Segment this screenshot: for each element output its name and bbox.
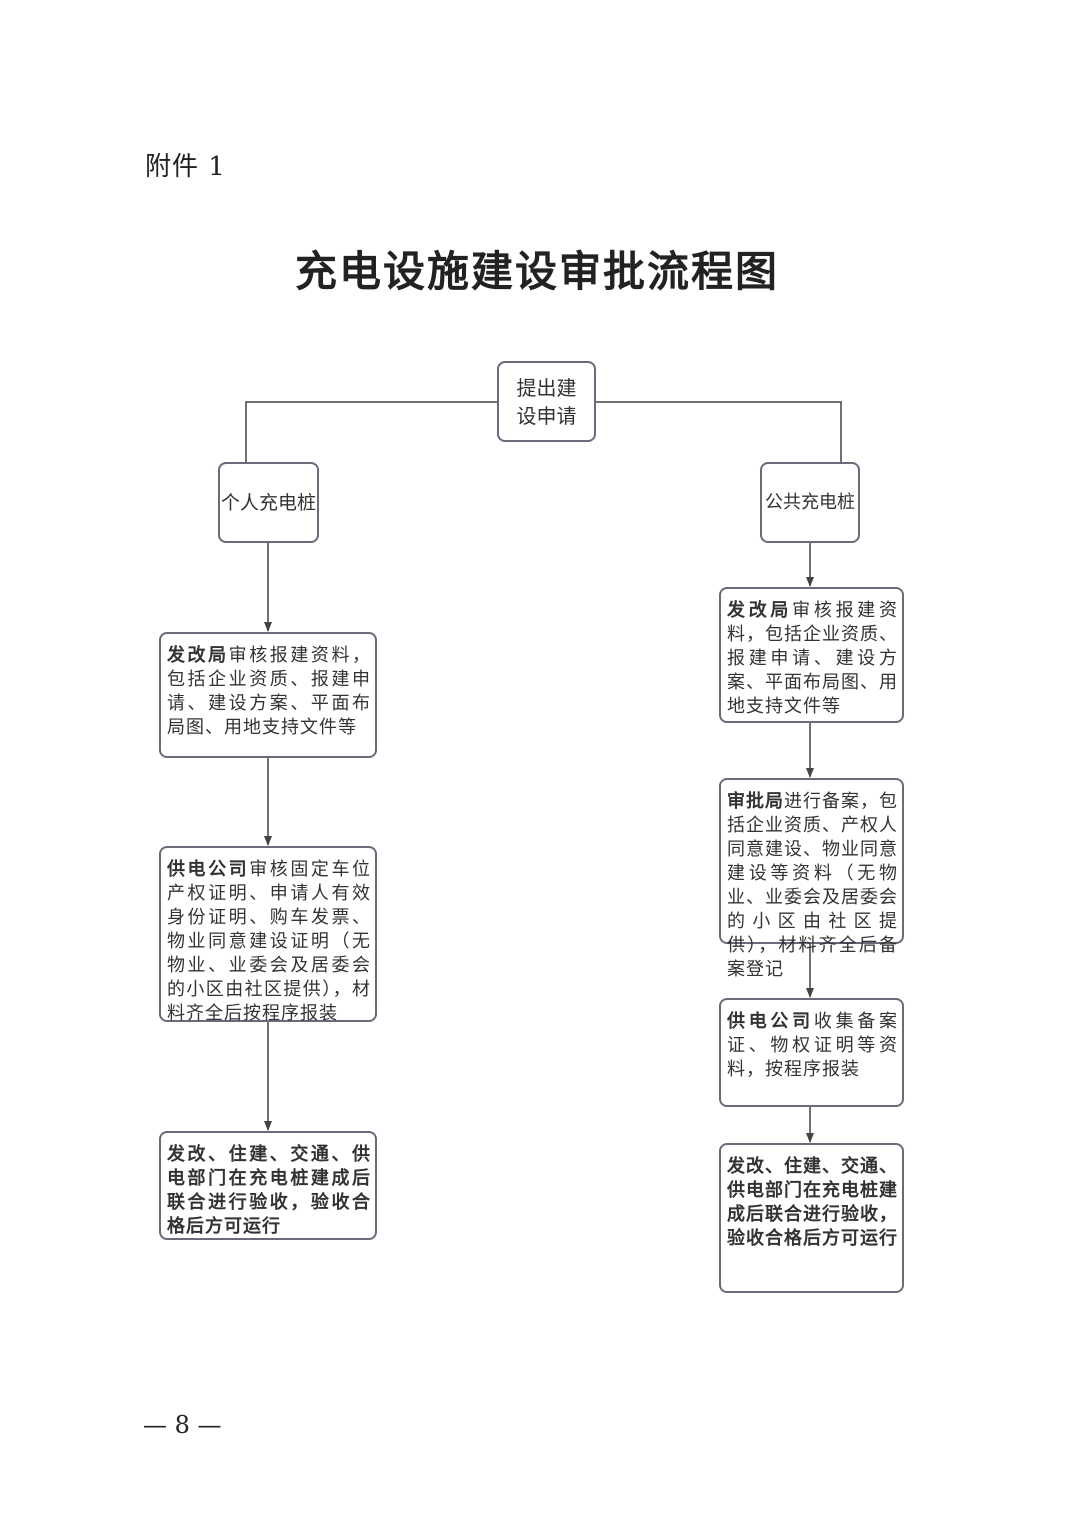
left-step-1-text: 审核报建资料，包括企业资质、报建申请、建设方案、平面布局图、用地支持文件等 <box>167 645 372 738</box>
left-step-2-lead: 供电公司 <box>167 859 250 880</box>
right-step-3-lead: 供电公司 <box>727 1011 814 1032</box>
left-branch-label: 个人充电桩 <box>220 491 316 514</box>
right-step-2-text: 进行备案，包括企业资质、产权人同意建设、物业同意建设等资料（无物业、业委会及居委… <box>727 791 898 980</box>
right-step-4-text: 发改、住建、交通、供电部门在充电桩建成后联合进行验收，验收合格后方可运行 <box>727 1156 898 1249</box>
right-step-4: 发改、住建、交通、供电部门在充电桩建成后联合进行验收，验收合格后方可运行 <box>719 1143 904 1293</box>
page-number: — 8 — <box>143 1411 222 1439</box>
right-step-2: 审批局进行备案，包括企业资质、产权人同意建设、物业同意建设等资料（无物业、业委会… <box>719 778 904 980</box>
right-branch-node: 公共充电桩 <box>760 462 860 543</box>
right-step-3-text: 收集备案证、物权证明等资料，按程序报装 <box>727 1011 899 1080</box>
page-title: 充电设施建设审批流程图 <box>294 247 779 296</box>
left-branch-node: 个人充电桩 <box>218 462 319 543</box>
root-to-right-connector <box>596 401 842 462</box>
right-step-1: 发改局审核报建资料，包括企业资质、报建申请、建设方案、平面布局图、用地支持文件等 <box>719 587 904 723</box>
left-step-2-text: 审核固定车位产权证明、申请人有效身份证明、购车发票、物业同意建设证明（无物业、业… <box>167 859 372 1024</box>
left-step-1: 发改局审核报建资料，包括企业资质、报建申请、建设方案、平面布局图、用地支持文件等 <box>159 632 377 758</box>
left-step-2: 供电公司审核固定车位产权证明、申请人有效身份证明、购车发票、物业同意建设证明（无… <box>159 846 377 1024</box>
left-step-3: 发改、住建、交通、供电部门在充电桩建成后联合进行验收，验收合格后方可运行 <box>159 1131 377 1240</box>
root-node: 提出建设申请 <box>497 361 596 442</box>
left-step-3-text: 发改、住建、交通、供电部门在充电桩建成后联合进行验收，验收合格后方可运行 <box>167 1144 371 1237</box>
right-step-3: 供电公司收集备案证、物权证明等资料，按程序报装 <box>719 998 904 1107</box>
root-to-left-connector <box>245 401 497 462</box>
left-step-1-lead: 发改局 <box>167 645 229 666</box>
right-branch-label: 公共充电桩 <box>765 491 855 513</box>
right-step-1-lead: 发改局 <box>727 600 793 621</box>
right-step-1-text: 审核报建资料，包括企业资质、报建申请、建设方案、平面布局图、用地支持文件等 <box>727 600 899 717</box>
right-step-2-lead: 审批局 <box>727 791 784 812</box>
root-node-label: 提出建设申请 <box>516 375 577 428</box>
attachment-label: 附件 1 <box>145 152 226 182</box>
